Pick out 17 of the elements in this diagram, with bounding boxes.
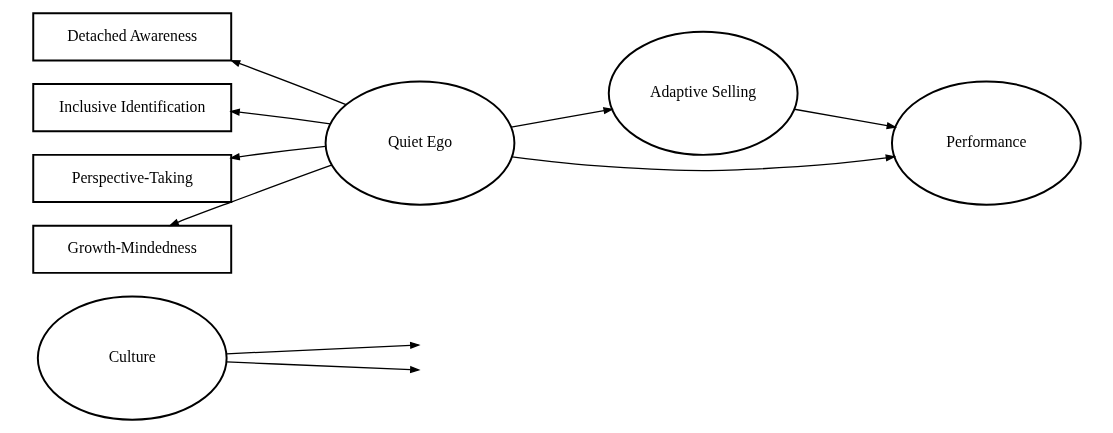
node-ellipse: Performance — [890, 80, 1082, 206]
node-ellipse: Adaptive Selling — [607, 30, 799, 156]
arrow — [229, 60, 347, 106]
arrow — [225, 361, 421, 374]
arrow — [511, 154, 896, 172]
arrow — [225, 341, 421, 355]
arrow — [167, 164, 332, 227]
node-box: Growth-Mindedness — [31, 224, 232, 274]
arrow — [510, 107, 614, 128]
node-ellipse: Quiet Ego — [324, 80, 515, 206]
node-ellipse: Culture — [36, 295, 228, 421]
arrow — [228, 108, 331, 125]
arrow — [228, 145, 326, 161]
node-box: Detached Awareness — [31, 12, 232, 62]
arrow — [793, 108, 897, 130]
node-box: Perspective-Taking — [31, 153, 232, 204]
node-box: Inclusive Identification — [31, 83, 232, 133]
